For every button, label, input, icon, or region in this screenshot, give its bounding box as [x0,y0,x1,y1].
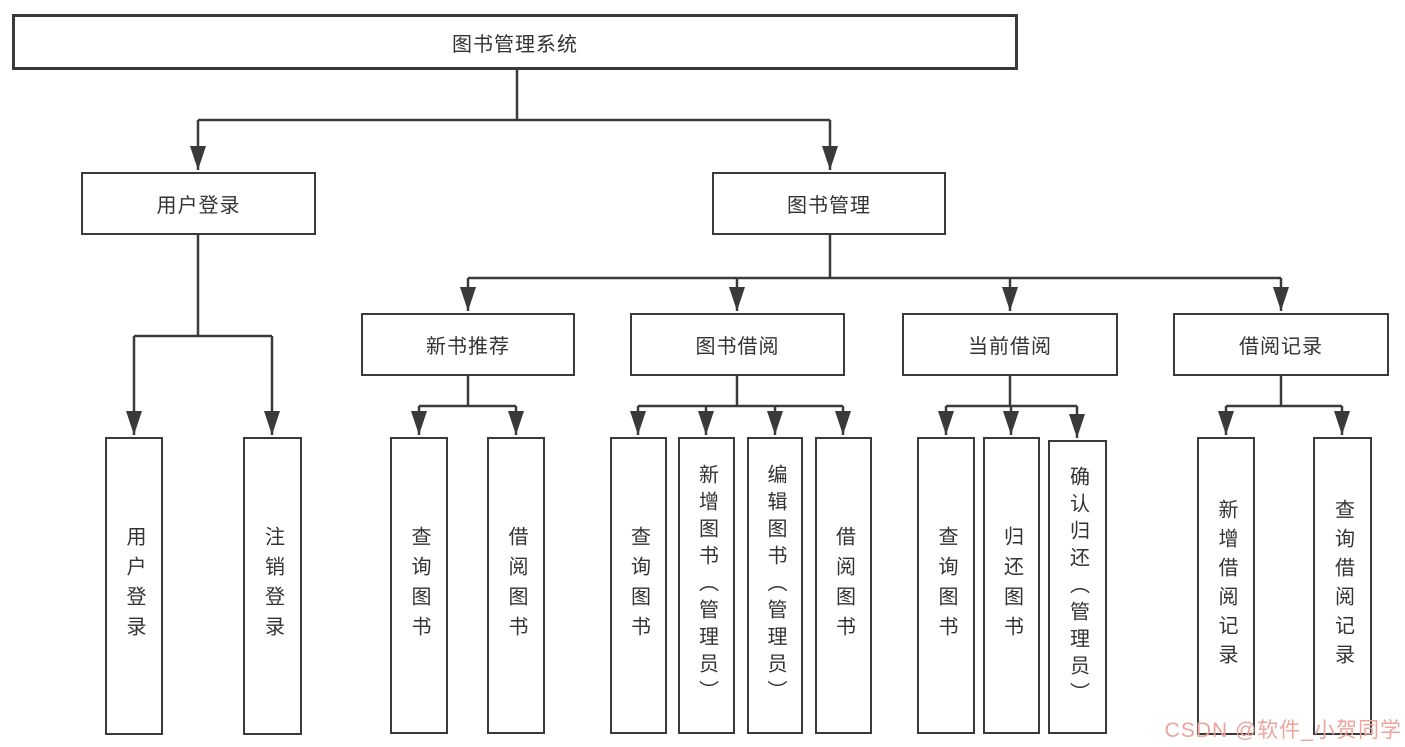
leaf-query-books-1: 查询图书 [390,437,448,734]
node-book-management: 图书管理 [712,172,946,235]
node-user-login-label: 用户登录 [156,195,241,217]
leaf-edit-books-admin: 编辑图书（管理员） [747,437,803,734]
node-new-book-recommend-label: 新书推荐 [426,336,510,358]
leaf-logout-label: 注销登录 [261,526,284,646]
leaf-borrow-books-2-label: 借阅图书 [832,525,855,646]
leaf-user-login: 用户登录 [105,437,163,735]
leaf-borrow-books-2: 借阅图书 [815,437,872,734]
leaf-query-books-3-label: 查询图书 [935,525,957,646]
leaf-return-books: 归还图书 [983,437,1040,734]
node-borrow-records: 借阅记录 [1173,313,1389,376]
node-root: 图书管理系统 [12,14,1018,70]
node-book-borrow-label: 图书借阅 [695,336,780,358]
leaf-query-books-1-label: 查询图书 [408,525,430,646]
leaf-borrow-books-1: 借阅图书 [487,437,545,734]
leaf-logout: 注销登录 [243,437,302,735]
node-root-label: 图书管理系统 [452,33,578,56]
leaf-query-books-2-label: 查询图书 [627,525,650,646]
node-borrow-records-label: 借阅记录 [1239,336,1323,358]
leaf-add-borrow-record-label: 新增借阅记录 [1215,499,1237,673]
node-current-borrow-label: 当前借阅 [968,336,1052,358]
leaf-query-borrow-record: 查询借阅记录 [1313,437,1372,735]
node-book-management-label: 图书管理 [787,195,871,217]
leaf-query-books-2: 查询图书 [610,437,667,734]
leaf-query-books-3: 查询图书 [917,437,975,734]
node-book-borrow: 图书借阅 [630,313,845,376]
leaf-user-login-label: 用户登录 [123,526,145,646]
node-user-login: 用户登录 [81,172,316,235]
leaf-edit-books-admin-label: 编辑图书（管理员） [764,464,786,707]
leaf-add-books-admin-label: 新增图书（管理员） [695,464,718,707]
leaf-confirm-return-admin: 确认归还（管理员） [1048,440,1107,734]
leaf-confirm-return-admin-label: 确认归还（管理员） [1066,465,1089,709]
node-new-book-recommend: 新书推荐 [361,313,575,376]
leaf-borrow-books-1-label: 借阅图书 [505,525,527,646]
node-current-borrow: 当前借阅 [902,313,1118,376]
leaf-add-borrow-record: 新增借阅记录 [1197,437,1255,735]
watermark: CSDN @软件_小贺同学 [1164,719,1402,742]
leaf-return-books-label: 归还图书 [1000,525,1023,646]
leaf-query-borrow-record-label: 查询借阅记录 [1331,499,1354,673]
leaf-add-books-admin: 新增图书（管理员） [678,437,735,734]
